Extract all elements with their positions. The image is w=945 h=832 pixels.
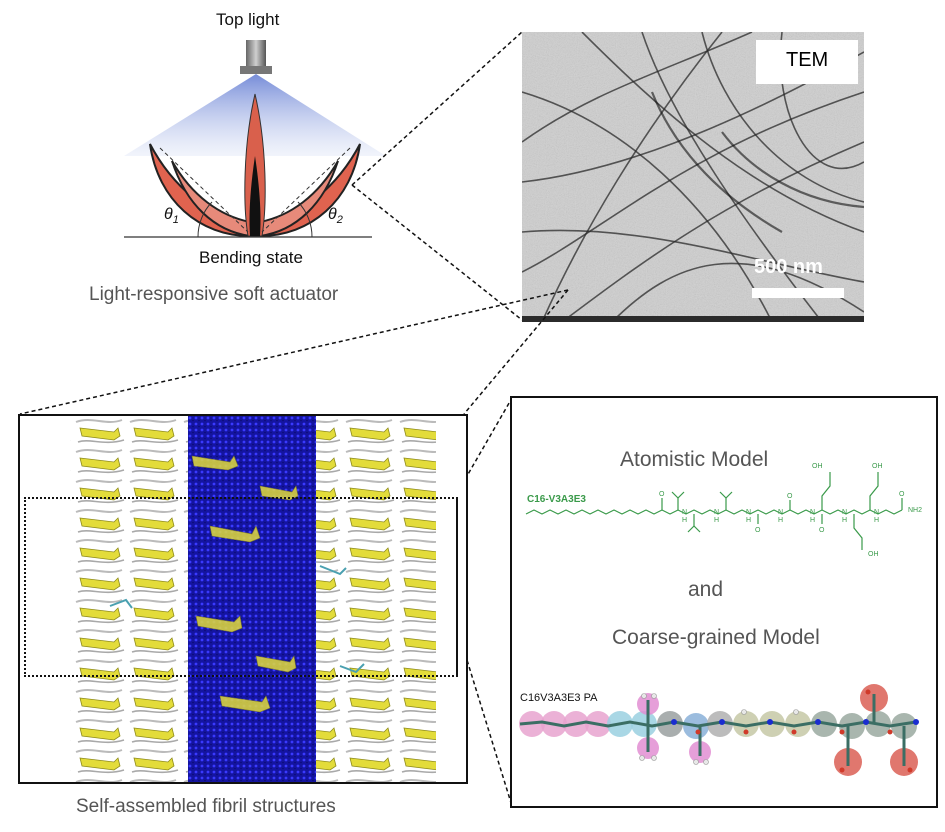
svg-text:H: H (874, 517, 879, 524)
svg-text:N: N (842, 509, 847, 516)
svg-text:N: N (682, 509, 687, 516)
svg-text:O: O (899, 491, 905, 498)
svg-text:OH: OH (868, 551, 879, 558)
svg-text:H: H (810, 517, 815, 524)
svg-text:H: H (714, 517, 719, 524)
svg-text:H: H (746, 517, 751, 524)
theta1-label: θ1 (164, 206, 179, 226)
left-petal-inner (171, 160, 251, 238)
svg-text:N: N (714, 509, 719, 516)
svg-text:N: N (810, 509, 815, 516)
cg-title: Coarse-grained Model (612, 626, 820, 649)
svg-text:H: H (778, 517, 783, 524)
actuator-caption: Light-responsive soft actuator (89, 284, 339, 305)
svg-text:NH2: NH2 (908, 507, 922, 514)
svg-text:H: H (842, 517, 847, 524)
cg-label: C16V3A3E3 PA (520, 692, 598, 704)
svg-text:N: N (746, 509, 751, 516)
svg-text:O: O (659, 491, 665, 498)
cg-structure (519, 684, 919, 776)
theta2-label: θ2 (328, 206, 343, 226)
right-petal-inner (259, 160, 339, 238)
svg-text:O: O (819, 527, 825, 534)
atomistic-structure: OH OH OH NH2 H H H H H H H N N N N N N N… (525, 463, 922, 558)
svg-text:OH: OH (872, 463, 883, 470)
molecule-formula-label: C16-V3A3E3 (527, 494, 586, 505)
svg-text:OH: OH (812, 463, 823, 470)
svg-text:O: O (787, 493, 793, 500)
atomistic-title: Atomistic Model (620, 448, 769, 471)
models-panel (510, 396, 938, 808)
fibril-render (70, 416, 436, 782)
svg-text:H: H (682, 517, 687, 524)
svg-text:O: O (755, 527, 761, 534)
top-light-label: Top light (216, 10, 280, 29)
fibril-frame (18, 414, 468, 784)
fibril-caption: Self-assembled fibril structures (76, 796, 336, 817)
tem-image (522, 32, 864, 322)
lamp-icon (246, 40, 266, 66)
svg-text:N: N (874, 509, 879, 516)
bending-state-label: Bending state (199, 248, 303, 267)
svg-text:N: N (778, 509, 783, 516)
tem-label: TEM (786, 49, 829, 71)
and-label: and (688, 578, 724, 601)
fibril-zoom-box (24, 497, 458, 677)
scale-bar-label: 500 nm (754, 256, 823, 278)
actuator-illustration: θ1 θ2 (124, 40, 386, 238)
